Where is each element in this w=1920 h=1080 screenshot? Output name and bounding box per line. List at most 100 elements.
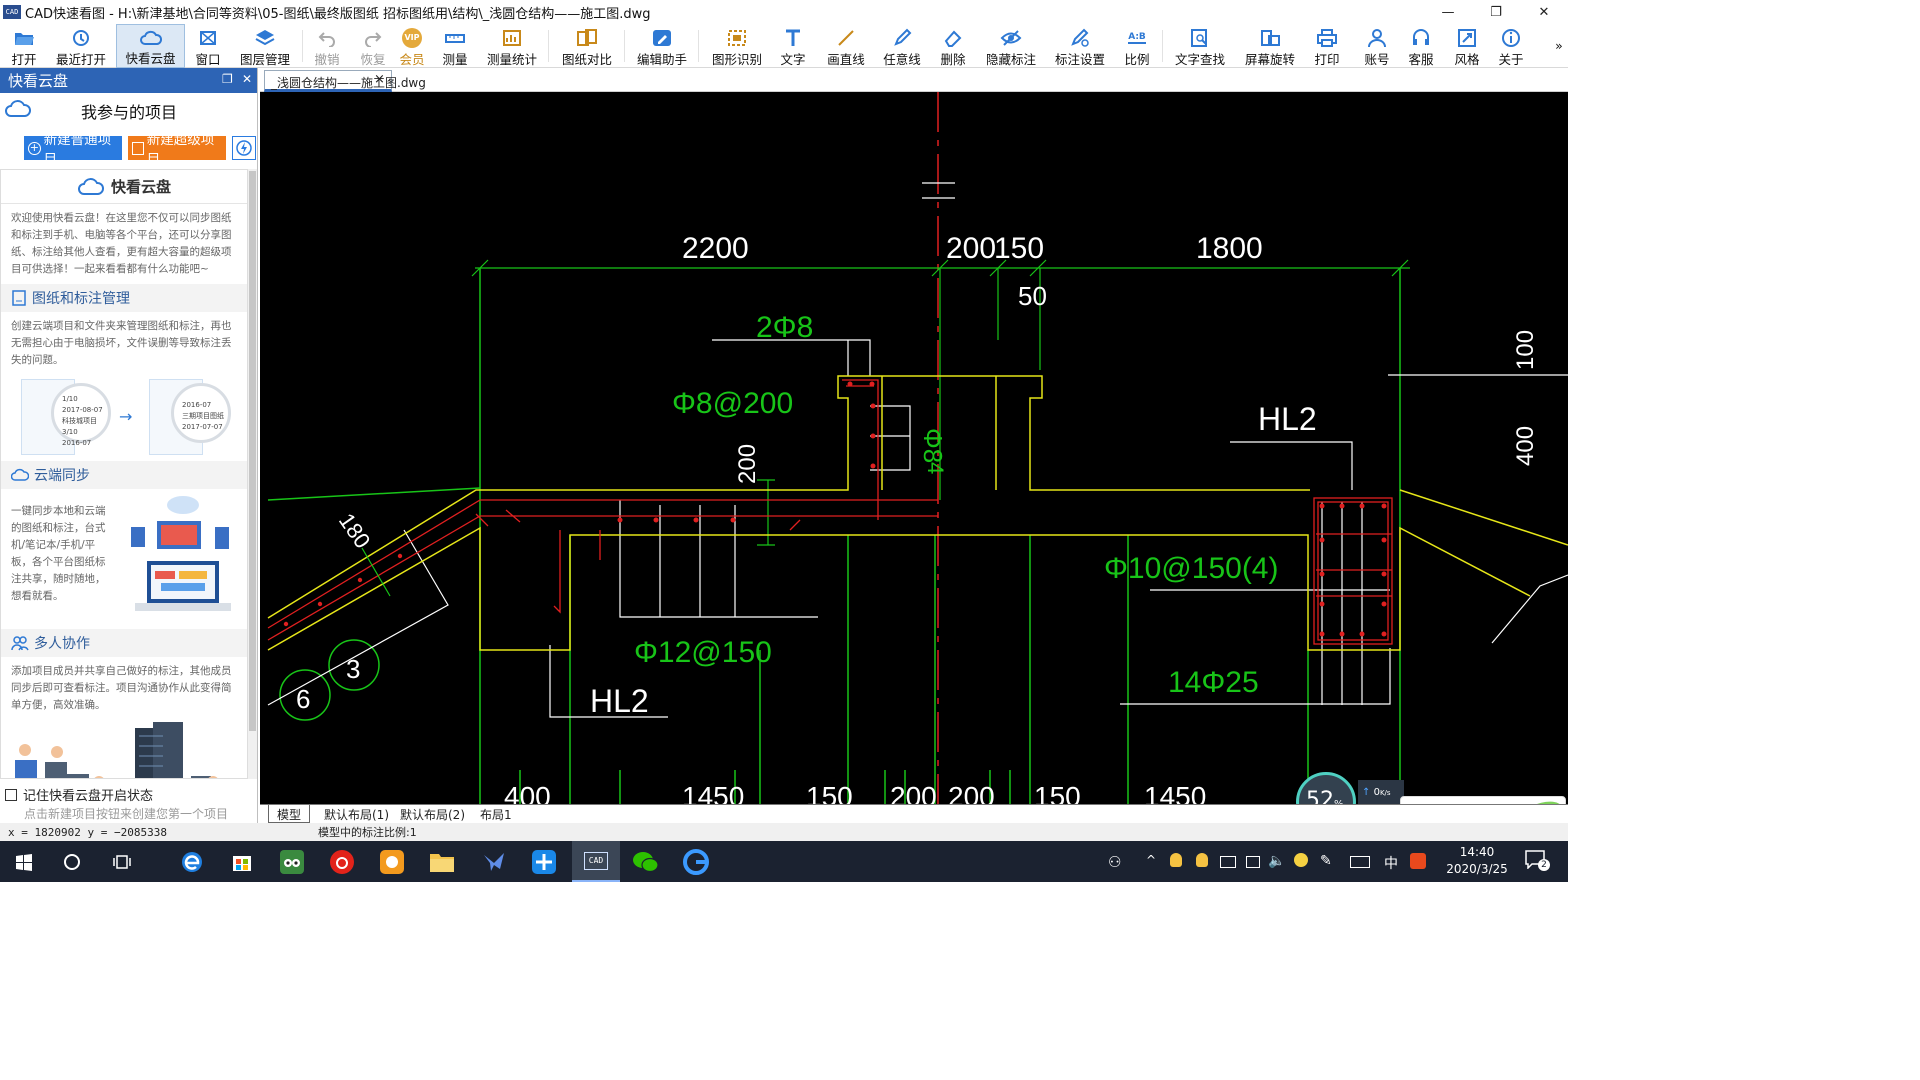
checkbox-box[interactable] [5, 788, 17, 801]
tripadvisor-taskbar-icon[interactable] [268, 841, 316, 882]
sogou-tray-icon[interactable] [1410, 853, 1426, 869]
layout-tab-model[interactable]: 模型 [268, 805, 311, 823]
dim-bottom-1450b: 1450 [1144, 781, 1206, 804]
people-icon[interactable]: ⚇ [1108, 853, 1122, 871]
recent-button[interactable]: 最近打开 [50, 24, 112, 68]
measure-stats-button[interactable]: 测量统计 [484, 24, 540, 68]
toolbar-separator [698, 30, 699, 62]
layers-button[interactable]: 图层管理 [238, 24, 292, 68]
axis-label-6: 6 [296, 684, 310, 714]
blue-swirl-taskbar-icon[interactable] [672, 841, 720, 882]
vip-button[interactable]: VIP 会员 [396, 24, 428, 68]
new-normal-project-button[interactable]: + 新建普通项目 [24, 132, 122, 168]
notification-center-button[interactable]: 2 [1524, 849, 1550, 873]
window-label: 窗口 [195, 52, 221, 67]
store-taskbar-icon[interactable] [218, 841, 266, 882]
minimize-button[interactable]: — [1441, 4, 1455, 20]
layout-tab-3[interactable]: 布局1 [480, 808, 512, 822]
show-hidden-icons[interactable]: ^ [1146, 853, 1157, 867]
team-icon [11, 636, 29, 651]
hide-marks-button[interactable]: 隐藏标注 [984, 24, 1038, 68]
measure-label: 测量 [442, 52, 468, 67]
text-label: 文字 [780, 52, 806, 67]
intro-scrollbar[interactable] [248, 169, 257, 779]
remember-state-checkbox[interactable]: 记住快看云盘开启状态 [5, 785, 153, 804]
text-icon [783, 27, 803, 48]
more-tools-button[interactable]: » [1550, 24, 1568, 68]
keyboard-icon[interactable] [1350, 856, 1370, 868]
text-find-button[interactable]: 文字查找 [1172, 24, 1228, 68]
intro-brand-label: 快看云盘 [110, 178, 171, 196]
panel-close-icon[interactable]: ✕ [242, 72, 253, 86]
tab-close-icon[interactable]: × [374, 72, 385, 87]
close-button[interactable]: ✕ [1538, 4, 1550, 20]
cad-canvas[interactable]: 2200 200 150 1800 50 HL2 HL2 200 100 400… [260, 92, 1568, 804]
netease-music-taskbar-icon[interactable] [318, 841, 366, 882]
ime-tray-indicator[interactable]: 中 [1384, 856, 1398, 872]
open-button[interactable]: 打开 [0, 24, 48, 68]
vip-icon: VIP [402, 27, 422, 48]
blue-app-taskbar-icon[interactable] [520, 841, 568, 882]
layout-tab-2[interactable]: 默认布局(2) [400, 808, 465, 822]
edit-helper-button[interactable]: 编辑助手 [636, 24, 688, 68]
app-tray-icon[interactable] [1294, 853, 1308, 867]
volume-icon[interactable]: 🔈 [1268, 853, 1286, 869]
remember-state-label: 记住快看云盘开启状态 [23, 789, 154, 804]
compare-button[interactable]: 图纸对比 [560, 24, 614, 68]
label-hl2-left: HL2 [590, 683, 649, 719]
rebar-labels: 2Φ8 Φ8@200 Φ10@150(4) Φ12@150 14Φ25 Φ8 4 [634, 311, 1278, 699]
document-tab[interactable]: _浅圆仓结构——施工图.dwg [264, 70, 426, 92]
wechat-taskbar-icon[interactable] [622, 841, 670, 882]
task-view-button[interactable] [98, 841, 146, 882]
cloud-button[interactable]: 快看云盘 [116, 24, 185, 68]
window-button[interactable]: 窗口 [190, 24, 226, 68]
orange-app-taskbar-icon[interactable] [368, 841, 416, 882]
edge-taskbar-icon[interactable] [168, 841, 216, 882]
dim-bottom-1450: 1450 [682, 781, 744, 804]
cloud-panel-header: 快看云盘 ❐ ✕ [0, 68, 257, 93]
dim-bottom-150b: 150 [1034, 781, 1081, 804]
dim-100: 100 [1512, 330, 1539, 370]
about-button[interactable]: 关于 [1494, 24, 1528, 68]
qq-tray-icon[interactable] [1170, 853, 1182, 867]
account-button[interactable]: 账号 [1360, 24, 1394, 68]
new-super-project-button[interactable]: 新建超级项目 [128, 132, 226, 168]
start-button[interactable] [0, 841, 48, 882]
stats-icon [501, 27, 523, 48]
rotate-button[interactable]: 屏幕旋转 [1242, 24, 1298, 68]
battery-icon[interactable] [1220, 856, 1236, 868]
plus-icon: + [28, 140, 41, 155]
layout-tab-1[interactable]: 默认布局(1) [324, 808, 389, 822]
undo-button[interactable]: 撤销 [310, 24, 344, 68]
scale-button[interactable]: A:B 比例 [1120, 24, 1154, 68]
cad-drawing[interactable]: 2200 200 150 1800 50 HL2 HL2 200 100 400… [260, 92, 1568, 804]
shape-recog-label: 图形识别 [711, 52, 762, 67]
panel-restore-icon[interactable]: ❐ [222, 72, 233, 86]
file-explorer-taskbar-icon[interactable] [418, 841, 466, 882]
line-button[interactable]: 画直线 [824, 24, 868, 68]
display-icon[interactable] [1246, 856, 1260, 868]
delete-button[interactable]: 删除 [936, 24, 970, 68]
qq-tray-icon-2[interactable] [1196, 853, 1208, 867]
section-cloud-sync: 云端同步 [1, 461, 247, 489]
restore-button[interactable]: ❐ [1490, 4, 1502, 20]
bird-app-taskbar-icon[interactable] [470, 841, 518, 882]
service-button[interactable]: 客服 [1404, 24, 1438, 68]
cad-viewer-taskbar-icon[interactable]: CAD [572, 841, 620, 882]
search-taskbar-button[interactable] [48, 841, 96, 882]
sync-button[interactable] [232, 136, 256, 160]
style-button[interactable]: 风格 [1450, 24, 1484, 68]
projects-header: 我参与的项目 [0, 93, 257, 129]
new-normal-project-label: 新建普通项目 [43, 132, 112, 168]
measure-button[interactable]: 测量 [438, 24, 472, 68]
freeline-button[interactable]: 任意线 [880, 24, 924, 68]
clock[interactable]: 14:40 2020/3/25 [1438, 844, 1516, 878]
mark-settings-button[interactable]: 标注设置 [1052, 24, 1108, 68]
info-icon [1501, 27, 1521, 48]
pen-tray-icon[interactable]: ✎ [1320, 853, 1332, 869]
redo-button[interactable]: 恢复 [356, 24, 390, 68]
shape-recog-button[interactable]: 图形识别 [710, 24, 764, 68]
print-button[interactable]: 打印 [1310, 24, 1344, 68]
text-button[interactable]: 文字 [776, 24, 810, 68]
scrollbar-thumb[interactable] [249, 171, 256, 731]
